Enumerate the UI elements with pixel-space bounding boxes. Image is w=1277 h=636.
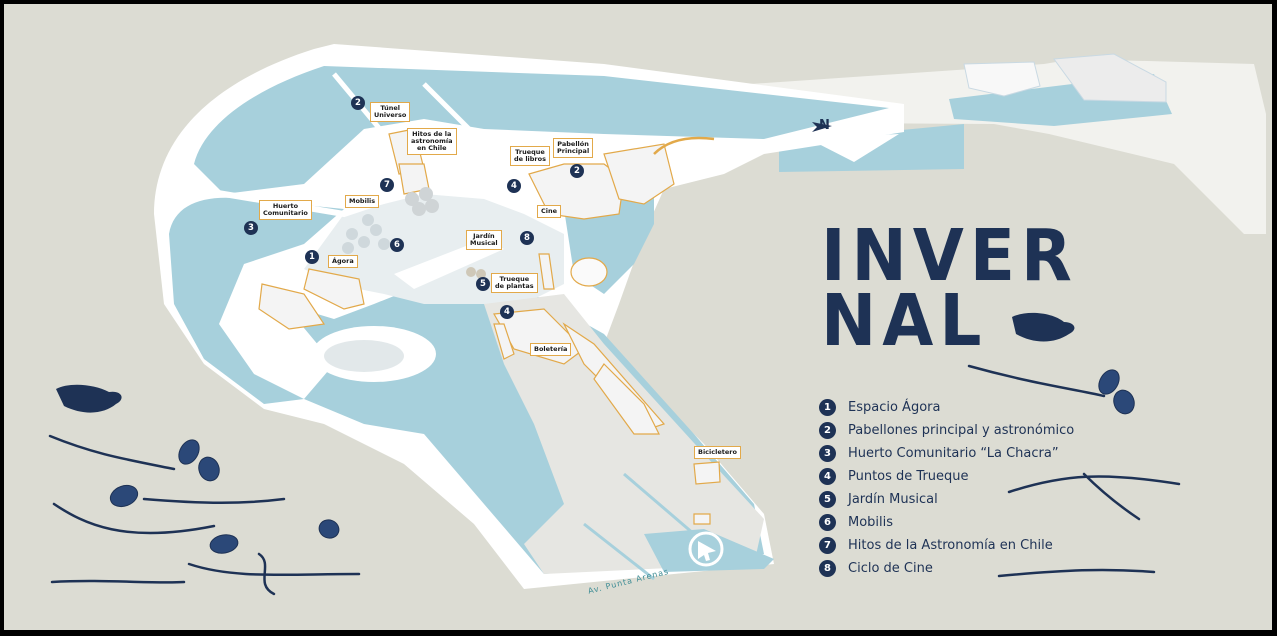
legend-text: Espacio Ágora — [848, 400, 941, 415]
entrance-arrow-icon — [688, 531, 724, 567]
label-agora: Ágora — [328, 255, 358, 268]
legend-item: 6 Mobilis — [819, 511, 1074, 534]
legend-item: 2 Pabellones principal y astronómico — [819, 419, 1074, 442]
jardin-dots — [466, 267, 486, 279]
legend: 1 Espacio Ágora 2 Pabellones principal y a… — [819, 396, 1074, 580]
map-pin: 5 — [476, 277, 490, 291]
legend-number: 8 — [819, 560, 836, 577]
observatory — [570, 257, 608, 287]
event-title: INVER NAL — [821, 214, 1078, 363]
path-lines-5 — [623, 472, 695, 536]
map-pin: 4 — [500, 305, 514, 319]
north-arrow-icon — [812, 122, 832, 132]
legend-number: 4 — [819, 468, 836, 485]
map-pin: 8 — [520, 231, 534, 245]
legend-number: 2 — [819, 422, 836, 439]
label-huerto-comunitario: Huerto Comunitario — [259, 200, 312, 220]
label-hitos-astronomia: Hitos de la astronomía en Chile — [407, 128, 457, 155]
hangar-2 — [1053, 53, 1167, 103]
label-pabellon-principal: Pabellón Principal — [553, 138, 594, 158]
pond-inner — [324, 340, 404, 372]
label-bicicletero: Bicicletero — [694, 446, 741, 459]
legend-text: Jardín Musical — [848, 492, 938, 507]
seed-pod-icon — [109, 369, 1135, 554]
legend-text: Huerto Comunitario “La Chacra” — [848, 446, 1059, 461]
map-pin: 2 — [570, 164, 584, 178]
legend-item: 3 Huerto Comunitario “La Chacra” — [819, 442, 1074, 465]
label-boleteria: Boletería — [530, 343, 572, 356]
hitos-cluster — [405, 187, 439, 216]
water-north — [194, 66, 889, 194]
water-west — [169, 197, 344, 404]
promenade — [484, 294, 764, 574]
map-pin: 3 — [244, 221, 258, 235]
legend-number: 6 — [819, 514, 836, 531]
map-pin: 2 — [351, 96, 365, 110]
legend-number: 5 — [819, 491, 836, 508]
path-lines — [193, 186, 405, 218]
map-pin: 1 — [305, 250, 319, 264]
label-jardin-musical: Jardín Musical — [466, 230, 502, 250]
label-trueque-plantas: Trueque de plantas — [491, 273, 538, 293]
path-lines-4 — [583, 522, 655, 581]
map-pin: 4 — [507, 179, 521, 193]
north-label: N — [819, 118, 830, 133]
legend-item: 1 Espacio Ágora — [819, 396, 1074, 419]
map-pin: 7 — [380, 178, 394, 192]
branch-icon — [48, 364, 1181, 596]
legend-item: 8 Ciclo de Cine — [819, 557, 1074, 580]
label-trueque-libros: Trueque de libros — [510, 146, 550, 166]
map-pin: 6 — [390, 238, 404, 252]
legend-item: 7 Hitos de la Astronomía en Chile — [819, 534, 1074, 557]
legend-number: 7 — [819, 537, 836, 554]
label-tunel-universo: Túnel Universo — [370, 102, 411, 122]
arch-roof — [653, 136, 715, 155]
legend-text: Puntos de Trueque — [848, 469, 969, 484]
legend-item: 4 Puntos de Trueque — [819, 465, 1074, 488]
legend-item: 5 Jardín Musical — [819, 488, 1074, 511]
legend-text: Ciclo de Cine — [848, 561, 933, 576]
legend-number: 3 — [819, 445, 836, 462]
site-map: Túnel Universo Hitos de la astronomía en… — [4, 4, 1272, 630]
legend-text: Pabellones principal y astronómico — [848, 423, 1075, 438]
map-base — [48, 44, 1266, 596]
label-cine: Cine — [537, 205, 562, 218]
legend-text: Hitos de la Astronomía en Chile — [848, 538, 1053, 553]
label-mobilis: Mobilis — [345, 195, 380, 208]
legend-number: 1 — [819, 399, 836, 416]
bird-icon — [56, 312, 1075, 413]
mobilis-cluster — [342, 214, 390, 254]
legend-text: Mobilis — [848, 515, 894, 530]
walkway — [394, 239, 504, 289]
hangar — [963, 61, 1041, 97]
